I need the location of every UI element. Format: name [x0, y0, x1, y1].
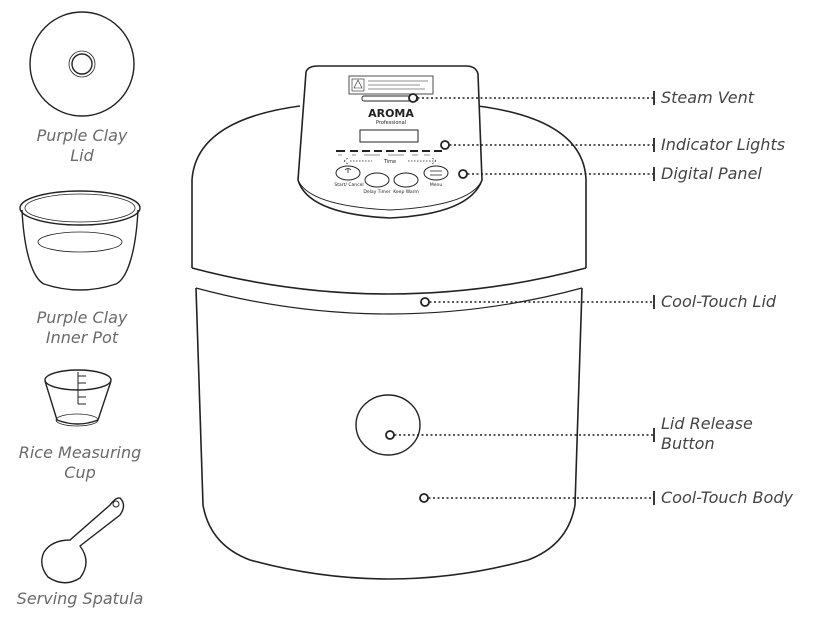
label-cool-touch-body: Cool-Touch Body [661, 488, 793, 507]
dot-lid-release-button [385, 430, 395, 440]
dot-cool-touch-body [419, 493, 429, 503]
label-indicator-lights: Indicator Lights [661, 135, 786, 154]
label-purple-clay-lid: Purple Clay Lid [36, 126, 128, 165]
label-lid-release-button: Lid Release Button [661, 414, 753, 453]
panel-button-delay-timer: Delay Timer [363, 189, 390, 195]
dot-cool-touch-lid [420, 297, 430, 307]
callout-leaders [390, 97, 653, 499]
label-digital-panel: Digital Panel [661, 164, 762, 183]
label-steam-vent: Steam Vent [661, 88, 755, 107]
label-purple-clay-inner-pot: Purple Clay Inner Pot [36, 308, 128, 347]
panel-button-keep-warm: Keep Warm [393, 189, 419, 195]
label-rice-measuring-cup: Rice Measuring Cup [18, 443, 142, 482]
label-cool-touch-lid: Cool-Touch Lid [661, 292, 777, 311]
panel-button-start-cancel: Start/ Cancel [334, 182, 363, 188]
callout-dots [385, 93, 468, 503]
rice-cooker-illustration [191, 65, 587, 580]
purple-clay-inner-pot-illustration [19, 190, 141, 291]
rice-measuring-cup-illustration [44, 369, 112, 427]
serving-spatula-illustration [41, 497, 125, 584]
dot-steam-vent [408, 93, 418, 103]
dot-indicator-lights [440, 140, 450, 150]
panel-brand: AROMA [368, 107, 414, 120]
panel-button-menu: Menu [430, 182, 443, 188]
purple-clay-lid-illustration [29, 11, 135, 117]
panel-time-label: Time [383, 159, 396, 165]
panel-brand-sub: Professional [376, 120, 406, 126]
label-serving-spatula: Serving Spatula [16, 589, 144, 608]
dot-digital-panel [458, 169, 468, 179]
